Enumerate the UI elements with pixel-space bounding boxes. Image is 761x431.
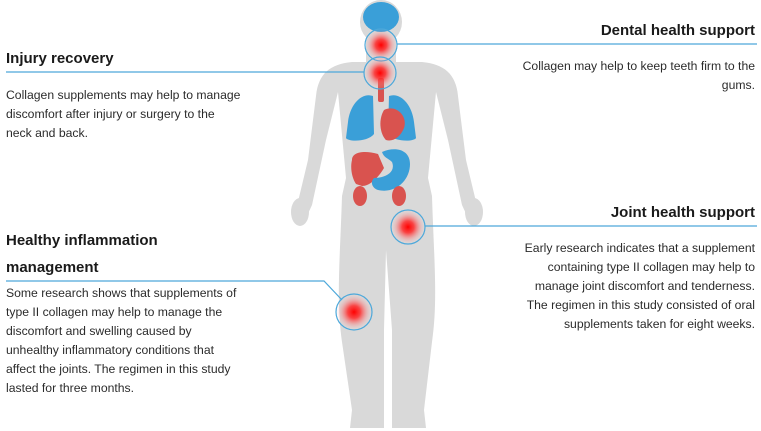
callout-inflammation: Healthy inflammation management Some res… bbox=[6, 227, 286, 398]
hotspot-thigh bbox=[335, 293, 373, 331]
callout-title: Healthy inflammation management bbox=[6, 232, 158, 276]
callout-title: Dental health support bbox=[600, 22, 755, 39]
callout-joint: Joint health support Early research indi… bbox=[480, 199, 755, 334]
connector-inflammation bbox=[6, 280, 343, 301]
hotspot-mouth bbox=[364, 28, 398, 62]
callout-title: Injury recovery bbox=[6, 50, 114, 67]
callout-description: Collagen may help to keep teeth firm to … bbox=[522, 59, 755, 92]
heart-icon bbox=[380, 108, 405, 141]
callout-injury: Injury recovery Collagen supplements may… bbox=[6, 45, 306, 143]
callout-description: Collagen supplements may help to manage … bbox=[6, 88, 241, 140]
hotspot-neck bbox=[363, 56, 397, 90]
callout-title: Joint health support bbox=[610, 204, 755, 221]
kidneys-icon bbox=[353, 186, 406, 206]
liver-icon bbox=[351, 152, 384, 186]
callout-description: Some research shows that supplements of … bbox=[6, 286, 237, 395]
callout-description: Early research indicates that a suppleme… bbox=[524, 241, 755, 331]
stomach-icon bbox=[371, 149, 410, 191]
callout-dental: Dental health support Collagen may help … bbox=[475, 17, 755, 95]
connector-lines bbox=[6, 43, 757, 301]
hotspot-hip bbox=[390, 209, 426, 245]
brain-icon bbox=[363, 2, 399, 32]
